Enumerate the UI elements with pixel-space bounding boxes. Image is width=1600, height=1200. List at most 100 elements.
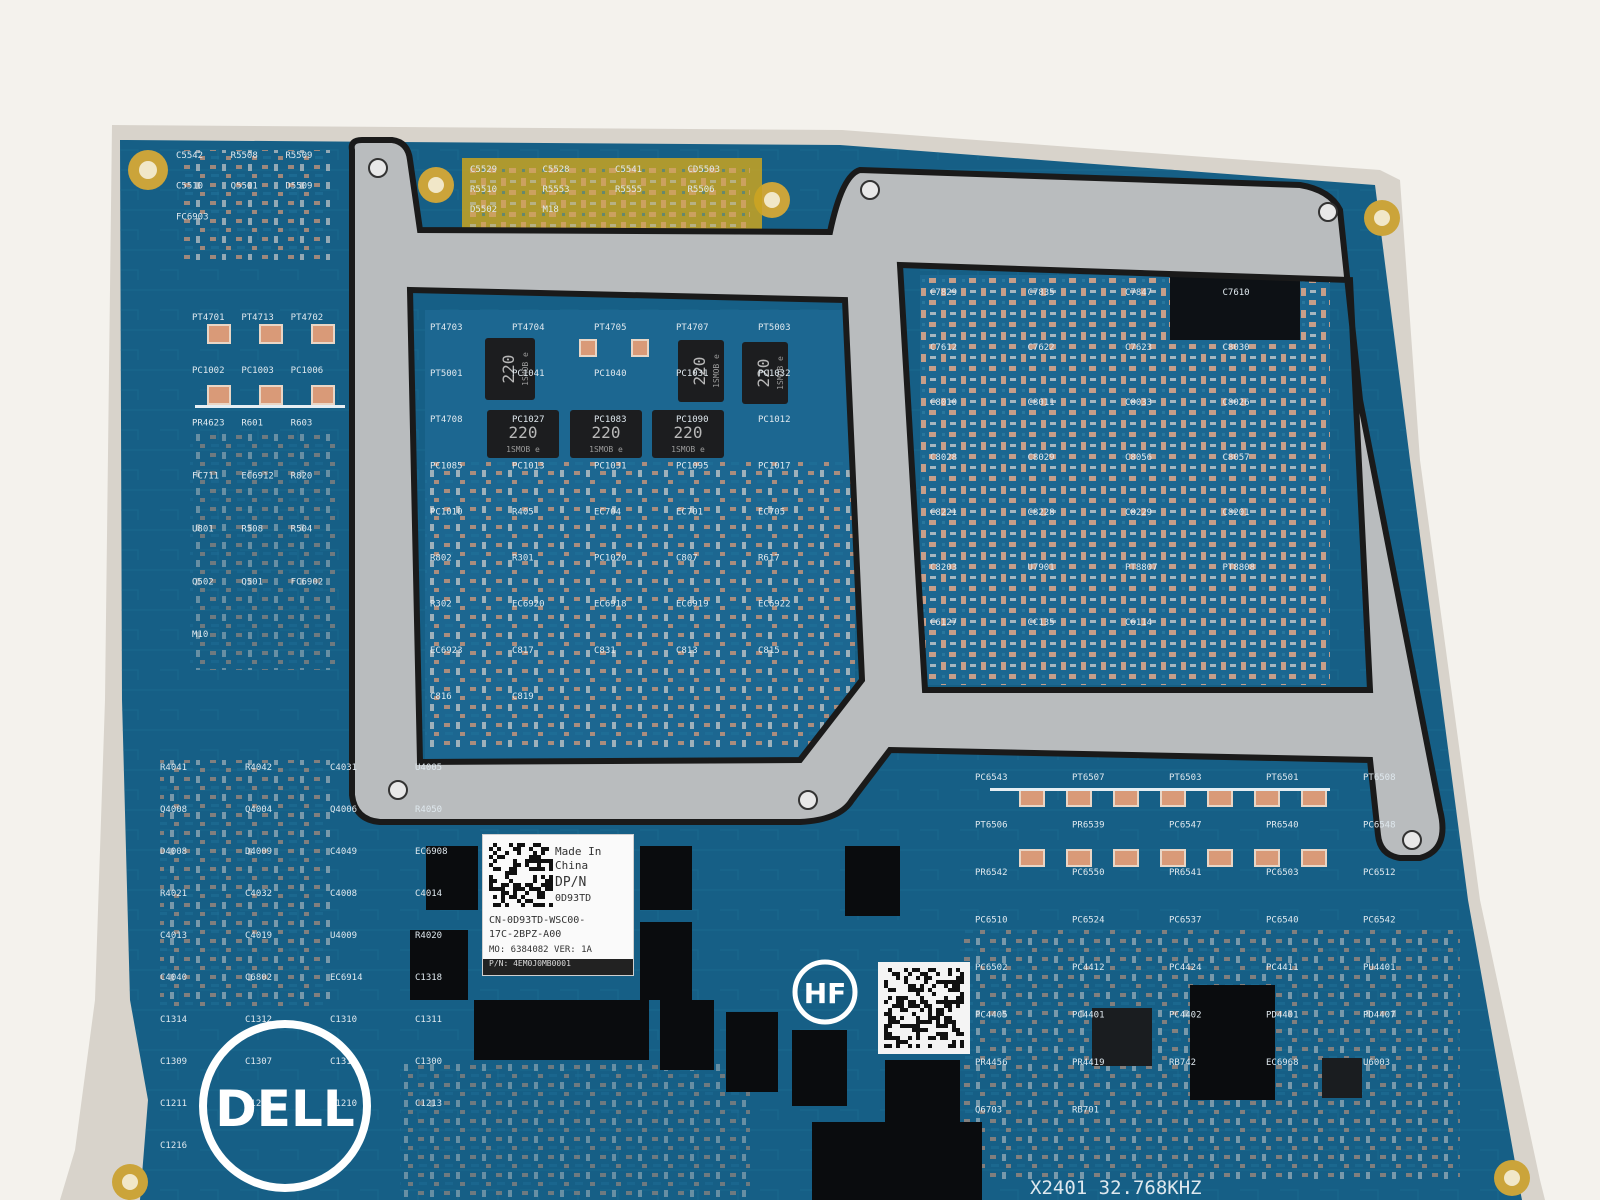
copper-pad	[1113, 849, 1139, 867]
silkscreen-label: PC6510	[975, 916, 1008, 926]
silkscreen-label: PC4405	[975, 1011, 1008, 1021]
silkscreen-label: C1307	[245, 1057, 272, 1067]
silkscreen-label: PC6503	[1266, 868, 1299, 878]
silkscreen-label: C7610	[1223, 288, 1250, 298]
silkscreen-label: PC1012	[758, 415, 791, 425]
silkscreen-label: PC1032	[758, 369, 791, 379]
silkscreen-label: R4020	[415, 931, 442, 941]
component-cluster-top-left	[180, 150, 330, 260]
copper-pad	[207, 324, 231, 344]
silkscreen-label: PR6540	[1266, 821, 1299, 831]
component-cluster-left	[190, 430, 340, 670]
silkscreen-label: PT5001	[430, 369, 463, 379]
silkscreen-label: CD5503	[688, 165, 721, 175]
silkscreen-line	[990, 788, 1330, 791]
label-made-in: Made In	[555, 845, 602, 858]
kapton-tape-strip	[462, 158, 762, 236]
black-chips	[410, 846, 1362, 1200]
silkscreen-label: D5502	[470, 205, 497, 215]
silkscreen-label: C813	[676, 646, 698, 656]
silkscreen-label: C5510	[176, 182, 203, 192]
silkscreen-label: U4005	[415, 763, 442, 773]
silkscreen-label: C4049	[330, 847, 357, 857]
silkscreen-label: C815	[758, 646, 780, 656]
silkscreen-label: C4014	[415, 889, 442, 899]
silkscreen-label: C1311	[415, 1015, 442, 1025]
silkscreen-label: PT4703	[430, 323, 463, 333]
silkscreen-label: Q501	[241, 577, 263, 587]
silkscreen-label: C8057	[1223, 453, 1250, 463]
silkscreen-label: PC6548	[1363, 821, 1396, 831]
silkscreen-label: U6003	[1363, 1058, 1390, 1068]
hf-text: HF	[804, 977, 847, 1010]
silkscreen-label: C1211	[160, 1099, 187, 1109]
copper-pad	[1066, 849, 1092, 867]
silkscreen-label: PR6541	[1169, 868, 1202, 878]
silkscreen-line	[195, 405, 345, 408]
silkscreen-label: C8228	[1028, 508, 1055, 518]
silkscreen-label: R4042	[245, 763, 272, 773]
silkscreen-label: PC1002	[192, 366, 225, 376]
silkscreen-label: PT6508	[1363, 773, 1396, 783]
crystal-marking: X2401 32.768KHZ	[1030, 1177, 1202, 1199]
silkscreen-label: C7829	[930, 288, 957, 298]
silkscreen-label: C1318	[415, 973, 442, 983]
silkscreen-label: EC6922	[758, 600, 791, 610]
inductor-value: 220	[592, 423, 621, 442]
halogen-free-mark: HF	[792, 959, 858, 1025]
silkscreen-label: C8221	[930, 508, 957, 518]
silkscreen-label: PT4702	[291, 313, 324, 323]
silkscreen-label: EC6918	[594, 600, 627, 610]
silkscreen-label: PT6503	[1169, 773, 1202, 783]
mount-hole-bottom-left	[112, 1164, 148, 1200]
silkscreen-label: R601	[241, 419, 263, 429]
silkscreen-label: PT6507	[1072, 773, 1105, 783]
dell-logo: DELL	[199, 1020, 371, 1192]
silkscreen-label: RB742	[1169, 1058, 1196, 1068]
silkscreen-label: Q502	[192, 577, 214, 587]
copper-pad	[1301, 849, 1327, 867]
silkscreen-label: CC135	[1028, 618, 1055, 628]
silkscreen-label: PC1085	[430, 461, 463, 471]
silkscreen-label: C8201	[1223, 508, 1250, 518]
silkscreen-label: R820	[291, 472, 313, 482]
label-cn-suffix: 17C-2BPZ-A00	[489, 929, 562, 940]
inductor-value: 220	[754, 359, 773, 388]
silkscreen-label: D5509	[285, 182, 312, 192]
copper-pad	[579, 339, 597, 357]
silkscreen-label: R5553	[543, 185, 570, 195]
silkscreen-label: PC6524	[1072, 916, 1105, 926]
silkscreen-label: D4009	[245, 847, 272, 857]
silkscreen-label: PC6502	[975, 963, 1008, 973]
silkscreen-label: R4050	[415, 805, 442, 815]
silkscreen-label: PC1017	[758, 461, 791, 471]
silkscreen-label: PU4401	[1363, 963, 1396, 973]
copper-pad	[207, 385, 231, 405]
silkscreen-label: D4008	[160, 847, 187, 857]
silkscreen-label: C4040	[160, 973, 187, 983]
silkscreen-label: C1216	[160, 1141, 187, 1151]
silkscreen-label: PC6550	[1072, 868, 1105, 878]
copper-pad	[1019, 789, 1045, 807]
silkscreen-label: C4032	[245, 889, 272, 899]
silkscreen-label: PC1020	[594, 554, 627, 564]
silkscreen-label: PC1031	[676, 369, 709, 379]
silkscreen-label: C8229	[1125, 508, 1152, 518]
silkscreen-label: C1312	[245, 1015, 272, 1025]
inductor-code: 1SMOB e	[776, 356, 785, 390]
silkscreen-label: R508	[241, 524, 263, 534]
silkscreen-label: C7623	[1125, 343, 1152, 353]
silkscreen-label: EC6919	[676, 600, 709, 610]
silkscreen-label: PC6543	[975, 773, 1008, 783]
silkscreen-label: EC701	[676, 507, 703, 517]
inductor-value: 220	[690, 357, 709, 386]
silkscreen-label: R5510	[470, 185, 497, 195]
silkscreen-label: C819	[512, 692, 534, 702]
silkscreen-label: PC6547	[1169, 821, 1202, 831]
silkscreen-label: PC6537	[1169, 916, 1202, 926]
silkscreen-label: Q4006	[330, 805, 357, 815]
silkscreen-label: EC704	[594, 507, 621, 517]
silkscreen-label: C1310	[330, 1015, 357, 1025]
